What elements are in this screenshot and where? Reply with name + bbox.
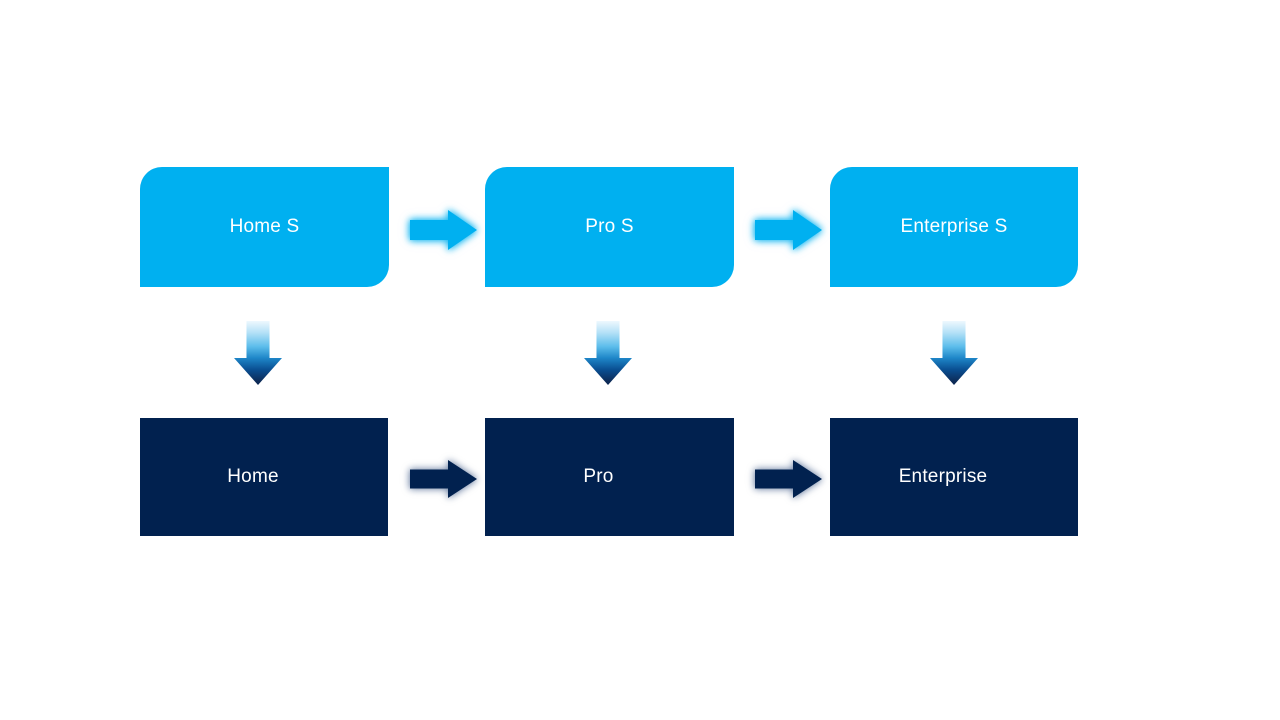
bottom-box-pro: Pro bbox=[485, 418, 734, 536]
right-arrow-icon bbox=[755, 460, 822, 498]
down-arrow-icon bbox=[584, 321, 632, 385]
down-arrow-shape bbox=[584, 321, 632, 385]
top-box-pro-s: Pro S bbox=[485, 167, 734, 287]
bottom-box-home-label: Home bbox=[227, 466, 279, 487]
top-box-home-s: Home S bbox=[140, 167, 389, 287]
top-box-enterprise-s-label: Enterprise S bbox=[900, 216, 1008, 237]
down-arrow-icon bbox=[234, 321, 282, 385]
down-arrow-icon bbox=[930, 321, 978, 385]
right-arrow-icon bbox=[410, 210, 477, 250]
bottom-box-pro-label: Pro bbox=[583, 466, 614, 487]
right-arrow-shape bbox=[755, 460, 822, 498]
bottom-box-home: Home bbox=[140, 418, 388, 536]
down-arrow-shape bbox=[930, 321, 978, 385]
right-arrow-icon bbox=[410, 460, 477, 498]
top-box-pro-s-label: Pro S bbox=[585, 216, 634, 237]
down-arrow-shape bbox=[234, 321, 282, 385]
bottom-box-enterprise: Enterprise bbox=[830, 418, 1078, 536]
right-arrow-shape bbox=[410, 460, 477, 498]
top-box-enterprise-s: Enterprise S bbox=[830, 167, 1078, 287]
bottom-box-enterprise-label: Enterprise bbox=[898, 466, 988, 487]
right-arrow-shape bbox=[755, 210, 822, 250]
right-arrow-icon bbox=[755, 210, 822, 250]
top-box-home-s-label: Home S bbox=[229, 216, 300, 237]
right-arrow-shape bbox=[410, 210, 477, 250]
